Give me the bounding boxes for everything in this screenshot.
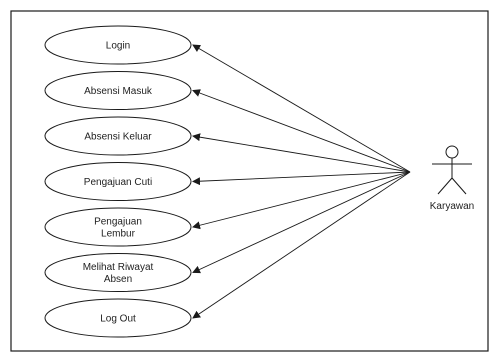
use-case-ellipse	[44, 71, 192, 110]
use-case-ellipse	[44, 207, 192, 247]
associations	[192, 44, 411, 319]
association-line	[192, 171, 411, 186]
use-case-label: Melihat Riwayat	[83, 262, 154, 273]
actor-karyawan: Karyawan	[430, 145, 474, 212]
association-line	[192, 171, 411, 230]
actor-left-leg	[437, 177, 453, 195]
use-case-label: Pengajuan	[94, 217, 142, 228]
use-case-ellipse	[44, 253, 192, 292]
use-case-ellipse	[44, 25, 192, 65]
actor-right-leg	[451, 177, 467, 195]
actor-head	[445, 145, 459, 159]
use-case-label: Absensi Masuk	[84, 86, 153, 97]
association-line	[192, 44, 411, 173]
use-case-label: Absen	[104, 274, 132, 285]
use-case-ellipse	[44, 116, 192, 156]
association-line	[192, 133, 411, 173]
use-case: Absensi Masuk	[44, 71, 192, 110]
use-case-label: Log Out	[100, 314, 136, 325]
use-case: Login	[44, 25, 192, 65]
association-line	[192, 89, 411, 173]
use-case-ellipse	[44, 162, 192, 201]
association-line	[192, 171, 411, 319]
use-case-label: Login	[106, 41, 130, 52]
actor-label: Karyawan	[430, 201, 474, 212]
use-case-ellipse	[44, 298, 192, 338]
use-case: Pengajuan Cuti	[44, 162, 192, 201]
use-case-label: Lembur	[101, 229, 136, 240]
use-case: Absensi Keluar	[44, 116, 192, 156]
use-case-label: Pengajuan Cuti	[84, 177, 152, 188]
diagram-border	[10, 10, 489, 352]
association-line	[192, 171, 411, 274]
use-case: Log Out	[44, 298, 192, 338]
use-case-label: Absensi Keluar	[84, 132, 152, 143]
